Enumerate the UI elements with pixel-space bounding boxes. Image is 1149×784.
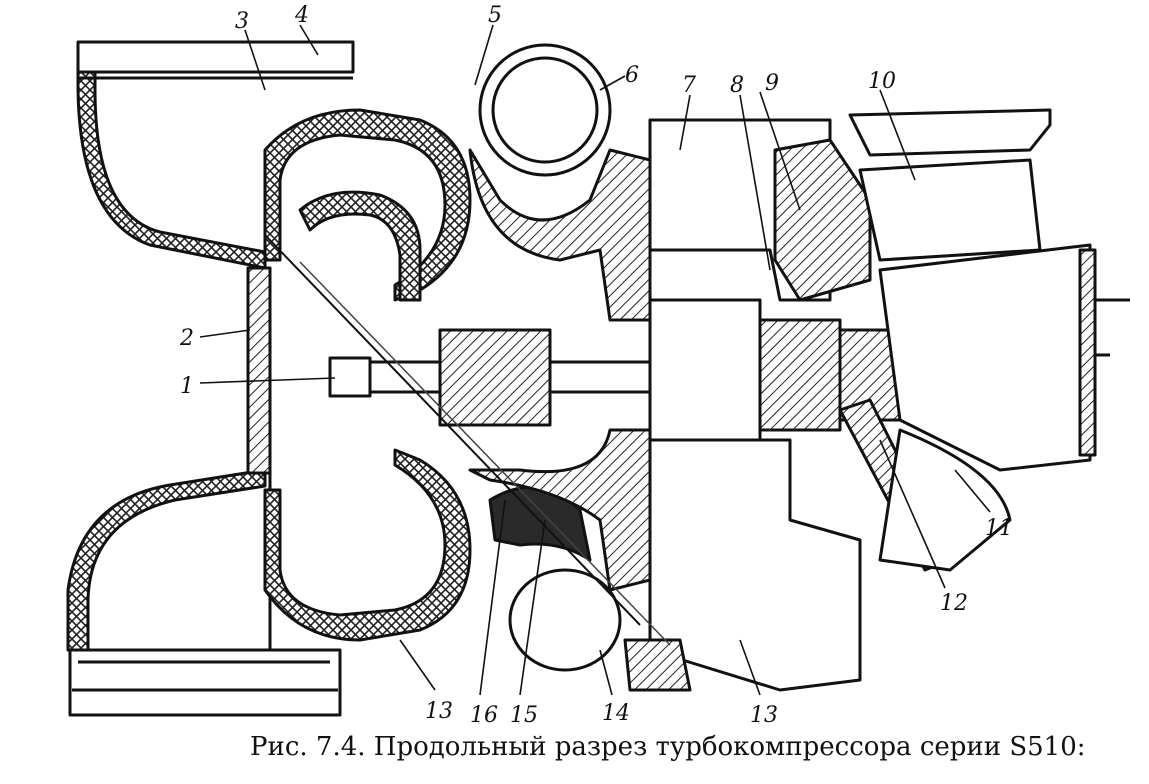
label-10: 10 bbox=[868, 69, 896, 94]
end-plate-right bbox=[1078, 248, 1097, 457]
intake-flange-top bbox=[76, 40, 355, 74]
intake-flange-bottom bbox=[68, 648, 342, 717]
label-6: 6 bbox=[625, 63, 639, 88]
outlet-housing bbox=[858, 158, 1042, 262]
turbine-housing-upper bbox=[468, 148, 652, 322]
label-1: 1 bbox=[180, 374, 194, 399]
turbine-insulation-lower bbox=[488, 485, 592, 562]
lower-support bbox=[623, 638, 692, 692]
compressor-inner-wall-upper bbox=[298, 190, 422, 302]
label-13-left: 13 bbox=[425, 699, 453, 724]
label-13-right: 13 bbox=[750, 703, 778, 728]
right-lower-housing bbox=[878, 428, 1012, 572]
compressor-scroll-lower bbox=[263, 448, 472, 642]
end-plate-left bbox=[246, 266, 272, 475]
figure-caption: Рис. 7.4. Продольный разрез турбокомпрес… bbox=[250, 732, 1086, 762]
label-16: 16 bbox=[470, 703, 498, 728]
label-4: 4 bbox=[294, 3, 309, 28]
label-8: 8 bbox=[730, 73, 744, 98]
compressor-wheel-hub bbox=[438, 328, 552, 427]
label-3: 3 bbox=[235, 9, 249, 34]
label-5: 5 bbox=[488, 3, 502, 28]
intake-housing-bottom bbox=[66, 468, 267, 652]
label-15: 15 bbox=[510, 703, 538, 728]
label-9: 9 bbox=[765, 71, 779, 96]
compressor-scroll-upper bbox=[263, 108, 472, 302]
label-2: 2 bbox=[179, 326, 194, 351]
shaft-nut-left bbox=[328, 356, 372, 398]
outlet-flange bbox=[848, 108, 1052, 157]
label-7: 7 bbox=[682, 73, 696, 98]
bearing-housing bbox=[648, 298, 762, 442]
label-11: 11 bbox=[985, 516, 1013, 541]
intake-housing-top bbox=[76, 70, 267, 270]
end-cover-right bbox=[878, 243, 1092, 472]
seal-housing-top bbox=[773, 138, 872, 302]
label-14: 14 bbox=[602, 701, 630, 726]
bearing-collar bbox=[758, 318, 842, 432]
turbine-volute-lower bbox=[508, 568, 622, 672]
label-12: 12 bbox=[940, 591, 968, 616]
